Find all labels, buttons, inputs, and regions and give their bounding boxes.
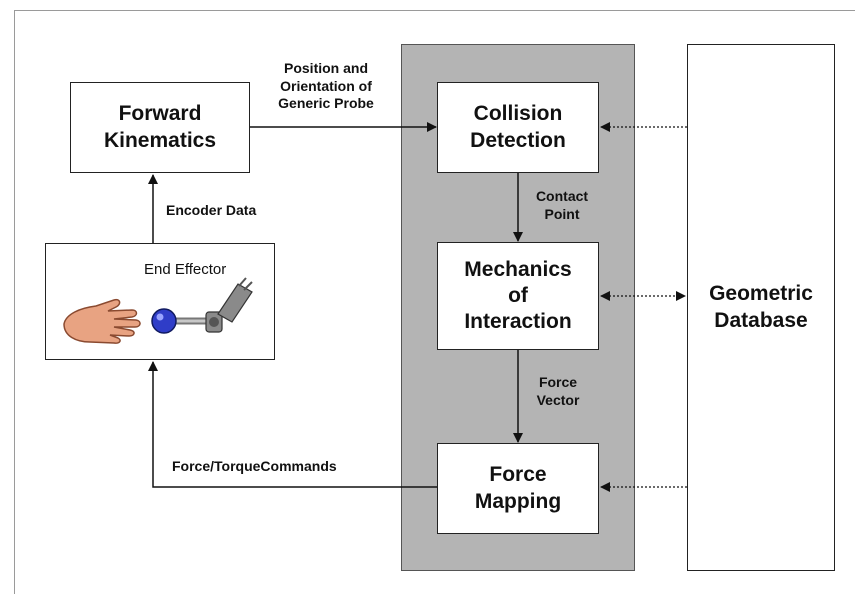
- encoder-data-label: Encoder Data: [166, 202, 257, 218]
- end-effector-box: End Effector: [45, 243, 275, 360]
- end-effector-illustration: [63, 277, 253, 344]
- forward-kinematics-box: Forward Kinematics: [70, 82, 250, 173]
- force-torque-commands-label: Force/TorqueCommands: [172, 458, 337, 474]
- geometric-database-box: Geometric Database: [687, 44, 835, 571]
- force-mapping-box: Force Mapping: [437, 443, 599, 534]
- contact-point-label: Contact Point: [535, 188, 589, 222]
- frame-border-top: [14, 10, 855, 11]
- end-effector-label: End Effector: [144, 261, 227, 278]
- robot-arm-icon: [205, 277, 253, 333]
- frame-border-left: [14, 10, 15, 594]
- ball-joint-icon: [151, 308, 208, 334]
- hand-icon: [63, 298, 141, 344]
- mechanics-of-interaction-box: Mechanics of Interaction: [437, 242, 599, 350]
- force-vector-label: Force Vector: [536, 374, 580, 408]
- position-orientation-label: Position and Orientation of Generic Prob…: [278, 60, 374, 111]
- collision-detection-box: Collision Detection: [437, 82, 599, 173]
